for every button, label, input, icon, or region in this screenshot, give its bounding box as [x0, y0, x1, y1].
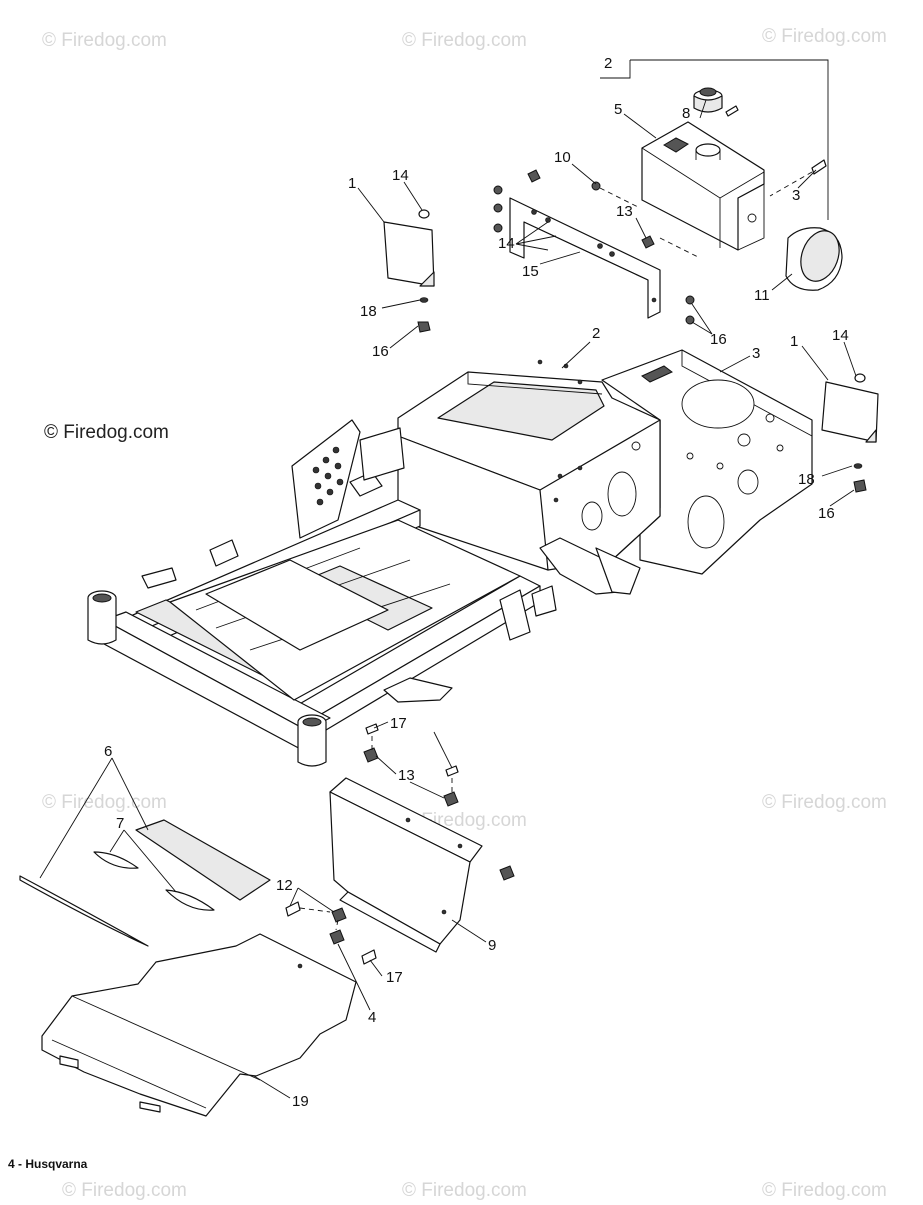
callout-5: 5 [614, 101, 622, 118]
callout-18: 18 [360, 303, 377, 320]
callout-4: 4 [368, 1009, 376, 1026]
page-footer: 4 - Husqvarna [8, 1157, 88, 1171]
callout-16: 16 [818, 505, 835, 522]
callout-13: 13 [398, 767, 415, 784]
watermark-text: © Firedog.com [402, 30, 527, 51]
callout-3: 3 [792, 187, 800, 204]
callout-17: 17 [390, 715, 407, 732]
callout-16: 16 [710, 331, 727, 348]
callout-13: 13 [616, 203, 633, 220]
callout-3: 3 [752, 345, 760, 362]
deck-guard-plate [329, 777, 483, 953]
callout-14: 14 [832, 327, 849, 344]
callout-16: 16 [372, 343, 389, 360]
left-perforated-plate [291, 419, 361, 539]
watermark-text: © Firedog.com [762, 792, 887, 813]
callout-2: 2 [604, 55, 612, 72]
fuel-cap [693, 87, 723, 113]
watermark-text: © Firedog.com [762, 26, 887, 47]
decal-plate-left [383, 209, 435, 333]
tank-mounting-bracket [509, 197, 661, 319]
front-caster-tube-left [87, 590, 117, 645]
watermark-layer: © Firedog.com © Firedog.com © Firedog.co… [42, 26, 887, 1201]
callout-15: 15 [522, 263, 539, 280]
watermark-text: © Firedog.com [762, 1180, 887, 1200]
callout-19: 19 [292, 1093, 309, 1110]
watermark-text: © Firedog.com [42, 30, 167, 51]
floor-pan [41, 933, 357, 1117]
deck-shield-strips [19, 819, 271, 947]
callout-14: 14 [498, 235, 515, 252]
callout-11: 11 [754, 287, 770, 304]
callout-14: 14 [392, 167, 409, 184]
fuel-tank-assembly [493, 59, 843, 325]
callout-1: 1 [348, 175, 356, 192]
callout-9: 9 [488, 937, 496, 954]
callout-18: 18 [798, 471, 815, 488]
fuel-filter-cylinder [785, 227, 843, 291]
leader-lines [39, 99, 857, 1099]
callout-2: 2 [592, 325, 600, 342]
callout-1: 1 [790, 333, 798, 350]
watermark-text: © Firedog.com [402, 1180, 527, 1200]
hardware-fasteners [285, 723, 515, 965]
front-caster-tube-right [297, 714, 327, 767]
watermark-text: © Firedog.com [62, 1180, 187, 1200]
watermark-text: © Firedog.com [42, 792, 167, 813]
decal-plate-right [821, 373, 879, 493]
callout-12: 12 [276, 877, 293, 894]
callout-10: 10 [554, 149, 571, 166]
callout-7: 7 [116, 815, 124, 832]
main-frame-assembly [87, 349, 813, 767]
callout-8: 8 [682, 105, 690, 122]
watermark-main: © Firedog.com [44, 422, 169, 443]
callout-numbers: 2 5 8 10 3 11 13 14 15 16 1 14 18 16 2 3… [104, 55, 849, 1110]
callout-17: 17 [386, 969, 403, 986]
callout-6: 6 [104, 743, 112, 760]
